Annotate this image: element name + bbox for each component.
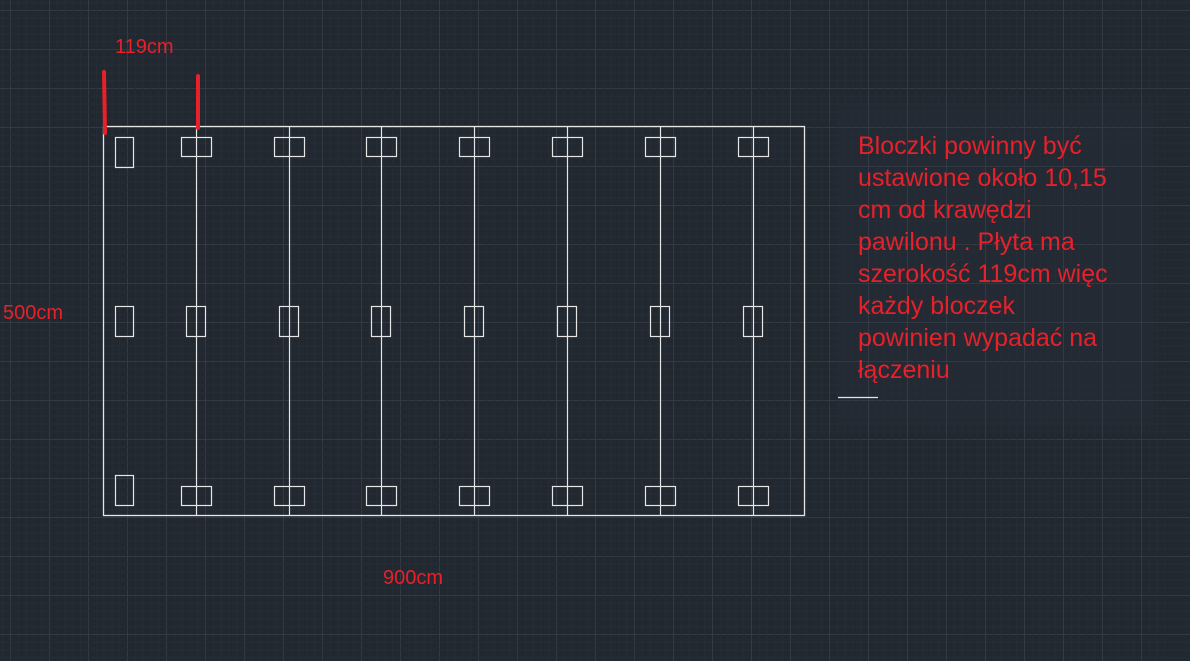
block-middle <box>649 305 671 338</box>
block-bottom <box>365 485 398 507</box>
block-middle <box>556 305 578 338</box>
block-edge <box>114 136 135 169</box>
pavilion-outline <box>102 125 806 517</box>
note-line: łączeniu <box>858 356 950 384</box>
block-top <box>365 136 398 158</box>
block-middle <box>370 305 392 338</box>
note-line: każdy bloczek <box>858 292 1016 320</box>
note-line: szerokość 119cm więc <box>858 260 1108 288</box>
note-line: powinien wypadać na <box>858 324 1098 352</box>
block-top <box>458 136 491 158</box>
note-panel <box>838 104 1154 426</box>
block-bottom <box>551 485 584 507</box>
dimension-mark-left <box>102 70 107 135</box>
note-line: cm od krawędzi <box>858 196 1032 224</box>
note-line: Bloczki powinny być <box>858 132 1082 160</box>
width-label: 900cm <box>383 567 444 589</box>
block-middle <box>185 305 207 338</box>
block-bottom <box>644 485 677 507</box>
height-label: 500cm <box>3 302 64 324</box>
annotation-note: Bloczki powinny być ustawione około 10,1… <box>858 130 1158 386</box>
block-edge <box>114 474 135 507</box>
block-top <box>180 136 213 158</box>
block-top <box>273 136 306 158</box>
block-bottom <box>737 485 770 507</box>
block-bottom <box>458 485 491 507</box>
block-top <box>644 136 677 158</box>
note-line: pawilonu . Płyta ma <box>858 228 1075 256</box>
block-middle <box>463 305 485 338</box>
block-top <box>737 136 770 158</box>
block-middle <box>278 305 300 338</box>
panel-width-label: 119cm <box>115 36 174 58</box>
note-line: ustawione około 10,15 <box>858 164 1107 192</box>
block-middle <box>742 305 764 338</box>
block-edge <box>114 305 135 338</box>
block-top <box>551 136 584 158</box>
block-bottom <box>180 485 213 507</box>
block-bottom <box>273 485 306 507</box>
